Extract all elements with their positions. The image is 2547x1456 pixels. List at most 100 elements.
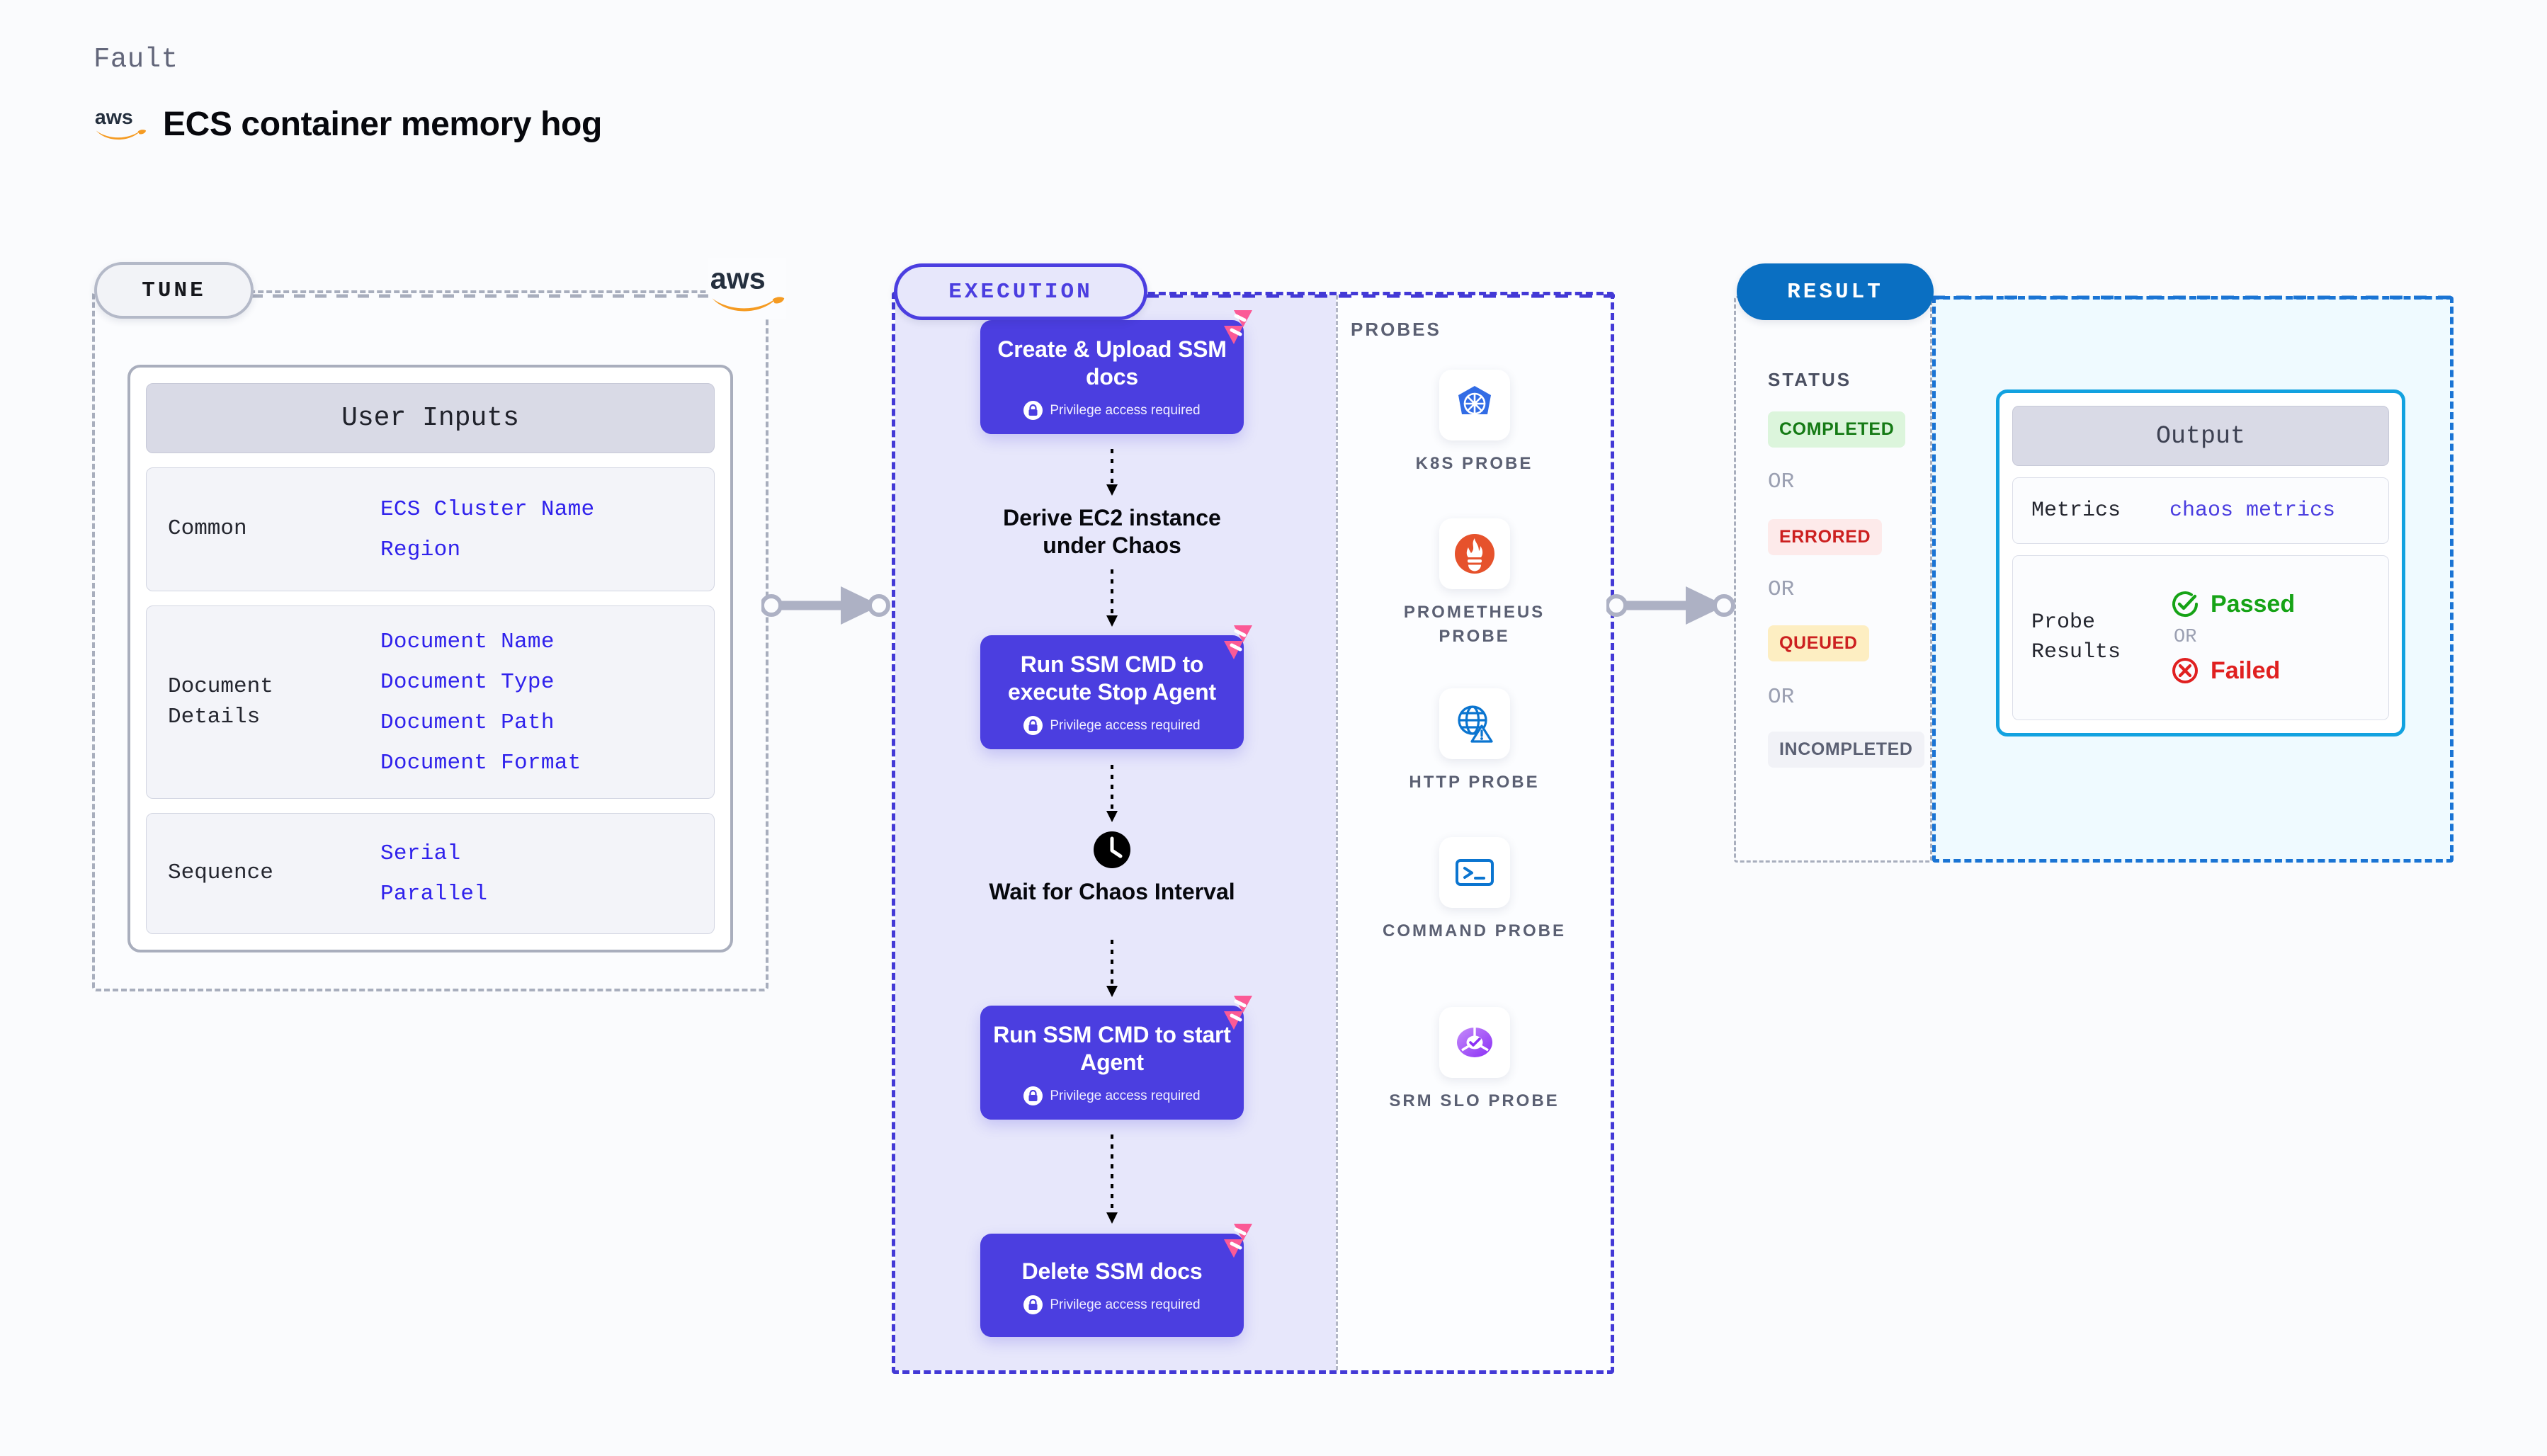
aws-logo-icon: aws [95, 106, 147, 140]
flow-step-delete-ssm-docs[interactable]: Delete SSM docs Privilege access require… [980, 1224, 1252, 1338]
step-title: Run SSM CMD to execute Stop Agent [1008, 652, 1216, 705]
step-box[interactable]: Run SSM CMD to execute Stop Agent Privil… [980, 625, 1252, 750]
probe-item-http[interactable]: HTTP PROBE [1383, 688, 1567, 795]
flow-step-derive-ec2-instance: Derive EC2 instance under Chaos [980, 504, 1244, 559]
probe-label: SRM SLO PROBE [1389, 1091, 1560, 1110]
flow-step-run-ssm-stop-agent[interactable]: Run SSM CMD to execute Stop Agent Privil… [980, 625, 1252, 750]
flow-connector [1106, 569, 1118, 627]
status-label: STATUS [1768, 369, 1852, 390]
clock-icon [1094, 831, 1130, 868]
harness-ribbon-icon [1224, 1224, 1252, 1258]
step-title: Run SSM CMD to start Agent [993, 1022, 1231, 1076]
execution-panel [892, 292, 1614, 1374]
title-row: aws ECS container memory hog [93, 103, 602, 144]
or-separator: OR [1768, 470, 1795, 494]
status-badge-queued: QUEUED [1768, 625, 1869, 661]
input-value[interactable]: Serial [380, 841, 461, 866]
terminal-icon [1455, 859, 1494, 886]
output-row-probe-results: Probe Results Passed OR Failed [2012, 554, 2389, 720]
flow-connector [1106, 1134, 1118, 1224]
input-group-sequence: Sequence Serial Parallel [146, 813, 715, 934]
output-title: Output [2012, 406, 2389, 467]
page-header: Fault aws ECS container memory hog [93, 44, 602, 144]
user-inputs-title: User Inputs [146, 383, 715, 453]
input-value[interactable]: Document Path [380, 710, 555, 735]
probe-label: K8S PROBE [1415, 454, 1533, 473]
probe-label: HTTP PROBE [1409, 773, 1540, 792]
probe-icon-container [1439, 837, 1510, 908]
probes-divider [1336, 295, 1338, 1370]
kubernetes-icon [1458, 386, 1491, 415]
probe-icon-container [1439, 370, 1510, 440]
output-card: Output Metrics chaos metrics Probe Resul… [1996, 389, 2405, 736]
probe-label: COMMAND PROBE [1383, 921, 1566, 940]
or-separator: OR [1768, 685, 1795, 710]
probe-item-k8s[interactable]: K8S PROBE [1383, 370, 1567, 476]
verdict-failed: Failed [2169, 655, 2295, 686]
input-value[interactable]: Parallel [380, 881, 488, 906]
metrics-label: Metrics [2031, 499, 2121, 523]
lock-icon [1023, 1086, 1043, 1106]
harness-ribbon-icon [1224, 310, 1252, 344]
probe-results-label: Probe Results [2031, 610, 2121, 665]
flow-step-wait-for-chaos-interval: Wait for Chaos Interval [980, 830, 1244, 906]
input-group-values: ECS Cluster Name Region [380, 497, 594, 562]
lock-icon [1023, 716, 1043, 736]
step-box[interactable]: Run SSM CMD to start Agent Privilege acc… [980, 996, 1252, 1120]
status-badge-incompleted: INCOMPLETED [1768, 732, 1924, 768]
page-title: ECS container memory hog [163, 105, 602, 143]
tune-badge: TUNE [94, 262, 254, 319]
connector-tune-to-execution [761, 586, 890, 625]
eyebrow-label: Fault [93, 44, 178, 75]
input-group-common: Common ECS Cluster Name Region [146, 467, 715, 592]
verdict-passed: Passed [2169, 588, 2295, 620]
status-badge-completed: COMPLETED [1768, 411, 1906, 448]
probe-item-srm-slo[interactable]: SRM SLO PROBE [1383, 1007, 1567, 1113]
probe-label: PROMETHEUS PROBE [1403, 603, 1545, 647]
step-privilege-note: Privilege access required [993, 1295, 1231, 1315]
input-value[interactable]: ECS Cluster Name [380, 496, 595, 522]
execution-flow: Create & Upload SSM docs Privilege acces… [892, 292, 1332, 1374]
lock-icon [1023, 1295, 1043, 1315]
probes-label: PROBES [1351, 319, 1441, 340]
user-inputs-card: User Inputs Common ECS Cluster Name Regi… [127, 365, 733, 952]
step-title: Derive EC2 instance under Chaos [1003, 505, 1221, 559]
input-value[interactable]: Document Format [380, 750, 582, 775]
step-privilege-note: Privilege access required [993, 1086, 1231, 1106]
prometheus-icon [1454, 534, 1494, 574]
plain-step: Wait for Chaos Interval [980, 830, 1244, 906]
input-value[interactable]: Region [380, 537, 461, 562]
step-box[interactable]: Delete SSM docs Privilege access require… [980, 1224, 1252, 1338]
http-globe-icon [1457, 705, 1493, 743]
input-group-label: Sequence [168, 860, 273, 886]
or-separator: OR [1768, 577, 1795, 602]
step-title: Delete SSM docs [1021, 1258, 1203, 1284]
step-box[interactable]: Create & Upload SSM docs Privilege acces… [980, 310, 1252, 435]
svg-text:aws: aws [95, 106, 133, 129]
privilege-text: Privilege access required [1050, 1297, 1201, 1312]
flow-step-run-ssm-start-agent[interactable]: Run SSM CMD to start Agent Privilege acc… [980, 996, 1252, 1120]
probe-item-prometheus[interactable]: PROMETHEUS PROBE [1383, 518, 1567, 649]
harness-ribbon-icon [1224, 625, 1252, 659]
x-circle-icon [2172, 658, 2198, 684]
check-circle-icon [2172, 591, 2198, 618]
privilege-text: Privilege access required [1050, 1088, 1201, 1103]
result-leader-line [1932, 295, 2454, 300]
flow-connector [1106, 940, 1118, 997]
tune-leader-line [251, 294, 740, 298]
input-value[interactable]: Document Type [380, 669, 555, 695]
probes-column: PROBES K8S PROBE [1334, 292, 1614, 1374]
step-privilege-note: Privilege access required [993, 716, 1231, 736]
probe-item-command[interactable]: COMMAND PROBE [1383, 837, 1567, 943]
flow-step-create-upload-ssm-docs[interactable]: Create & Upload SSM docs Privilege acces… [980, 310, 1252, 435]
execution-badge: EXECUTION [894, 263, 1147, 320]
input-group-label: Document Details [168, 674, 273, 729]
probe-verdicts: Passed OR Failed [2169, 588, 2295, 686]
execution-leader-line [1146, 294, 1615, 298]
result-badge: RESULT [1737, 263, 1934, 320]
probe-icon-container [1439, 688, 1510, 759]
input-group-label: Common [168, 516, 247, 542]
metrics-value[interactable]: chaos metrics [2169, 499, 2336, 523]
step-privilege-note: Privilege access required [993, 401, 1231, 421]
input-value[interactable]: Document Name [380, 629, 555, 654]
